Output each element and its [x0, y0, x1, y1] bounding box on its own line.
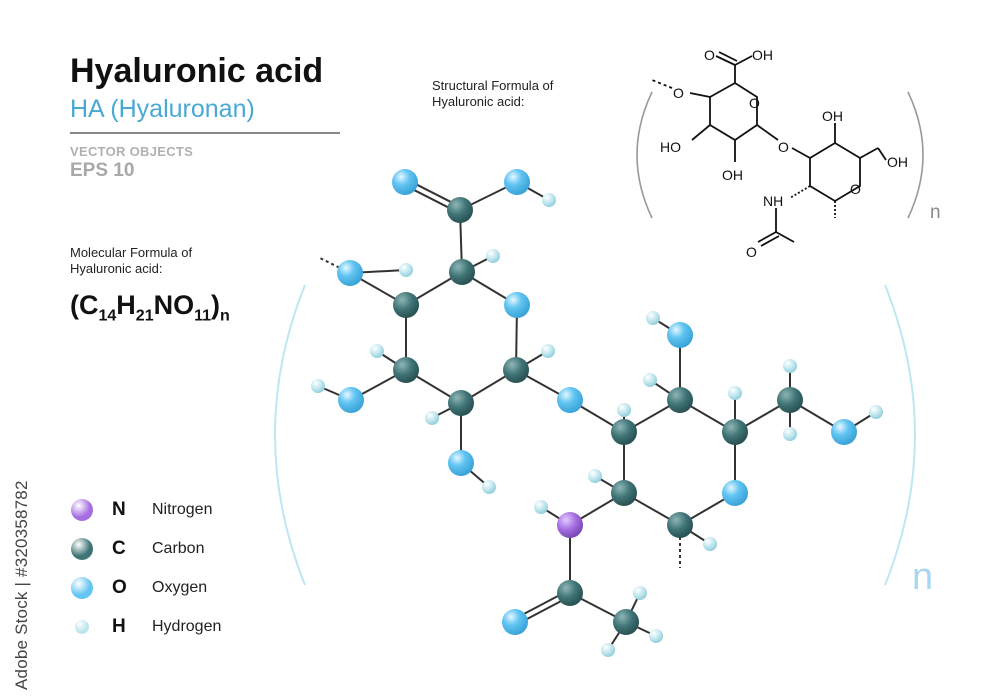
- svg-text:OH: OH: [752, 47, 773, 63]
- legend-name: Hydrogen: [152, 618, 222, 635]
- legend-symbol: C: [112, 538, 126, 559]
- molecular-formula-caption: Molecular Formula of Hyaluronic acid:: [70, 245, 192, 277]
- svg-text:OH: OH: [887, 154, 908, 170]
- legend-symbol: O: [112, 577, 127, 598]
- nitrogen-atom: [557, 512, 583, 538]
- oxygen-atom: [667, 322, 693, 348]
- structure-repeat-label: n: [930, 202, 941, 223]
- carbon-atom: [667, 512, 693, 538]
- page-title: Hyaluronic acid: [70, 52, 324, 90]
- carbon-atom: [557, 580, 583, 606]
- oxygen-atom: [722, 480, 748, 506]
- tag-line: VECTOR OBJECTS: [70, 144, 194, 159]
- repeat-unit-label: n: [912, 556, 934, 598]
- svg-text:O: O: [746, 244, 757, 260]
- oxygen-atom: [831, 419, 857, 445]
- hydrogen-atom: [311, 379, 325, 393]
- hydrogen-atom: [783, 359, 797, 373]
- svg-text:O: O: [704, 47, 715, 63]
- hydrogen-atom: [399, 263, 413, 277]
- oxygen-atom: [557, 387, 583, 413]
- legend-name: Nitrogen: [152, 501, 213, 518]
- left-bracket: [274, 284, 306, 586]
- hydrogen-atom: [588, 469, 602, 483]
- legend-symbol: N: [112, 499, 126, 520]
- hydrogen-atom: [633, 586, 647, 600]
- structural-formula: [636, 51, 924, 247]
- title-divider: [70, 132, 340, 134]
- structural-atom-labels: O OH O O HO OH O OH OH O NH O: [660, 47, 908, 260]
- legend-symbol: H: [112, 616, 126, 637]
- oxygen-atom: [504, 169, 530, 195]
- legend-item-hydrogen: H Hydrogen: [70, 613, 310, 652]
- legend-item-oxygen: O Oxygen: [70, 574, 310, 613]
- model-atoms: [311, 169, 883, 657]
- legend-ball-icon: [71, 499, 93, 521]
- caption-line: Hyaluronic acid:: [70, 261, 163, 276]
- carbon-atom: [393, 292, 419, 318]
- oxygen-atom: [504, 292, 530, 318]
- hydrogen-atom: [869, 405, 883, 419]
- oxygen-atom: [337, 260, 363, 286]
- watermark-text: Adobe Stock | #320358782: [12, 480, 31, 690]
- svg-text:O: O: [749, 95, 760, 111]
- hydrogen-atom: [643, 373, 657, 387]
- caption-line: Hyaluronic acid:: [432, 94, 525, 109]
- hydrogen-atom: [541, 344, 555, 358]
- carbon-atom: [613, 609, 639, 635]
- carbon-atom: [611, 480, 637, 506]
- carbon-atom: [722, 419, 748, 445]
- carbon-atom: [449, 259, 475, 285]
- oxygen-atom: [502, 609, 528, 635]
- model-bonds: [317, 178, 877, 651]
- legend-name: Carbon: [152, 540, 205, 557]
- page-subtitle: HA (Hyaluronan): [70, 95, 255, 123]
- oxygen-atom: [338, 387, 364, 413]
- svg-text:NH: NH: [763, 193, 783, 209]
- hydrogen-atom: [646, 311, 660, 325]
- right-bracket: [884, 284, 916, 586]
- svg-text:OH: OH: [822, 108, 843, 124]
- hydrogen-atom: [482, 480, 496, 494]
- caption-line: Structural Formula of: [432, 78, 554, 93]
- hydrogen-atom: [542, 193, 556, 207]
- legend-item-carbon: C Carbon: [70, 535, 310, 574]
- carbon-atom: [777, 387, 803, 413]
- hydrogen-atom: [486, 249, 500, 263]
- legend-name: Oxygen: [152, 579, 208, 596]
- legend-ball-icon: [71, 538, 93, 560]
- hydrogen-atom: [728, 386, 742, 400]
- oxygen-atom: [448, 450, 474, 476]
- legend-ball-icon: [71, 577, 93, 599]
- hydrogen-atom: [703, 537, 717, 551]
- format-label: EPS 10: [70, 160, 135, 181]
- carbon-atom: [503, 357, 529, 383]
- hydrogen-atom: [617, 403, 631, 417]
- carbon-atom: [447, 197, 473, 223]
- caption-line: Molecular Formula of: [70, 245, 193, 260]
- carbon-atom: [611, 419, 637, 445]
- svg-text:OH: OH: [722, 167, 743, 183]
- carbon-atom: [667, 387, 693, 413]
- carbon-atom: [393, 357, 419, 383]
- carbon-atom: [448, 390, 474, 416]
- hydrogen-atom: [534, 500, 548, 514]
- svg-text:O: O: [850, 181, 861, 197]
- legend-ball-icon: [75, 620, 89, 634]
- molecular-formula: (C14H21NO11)n: [70, 290, 230, 325]
- oxygen-atom: [392, 169, 418, 195]
- hydrogen-atom: [601, 643, 615, 657]
- legend-item-nitrogen: N Nitrogen: [70, 496, 310, 535]
- structural-formula-caption: Structural Formula of Hyaluronic acid:: [432, 78, 553, 110]
- svg-text:O: O: [778, 139, 789, 155]
- svg-text:O: O: [673, 85, 684, 101]
- hydrogen-atom: [783, 427, 797, 441]
- hydrogen-atom: [649, 629, 663, 643]
- hydrogen-atom: [370, 344, 384, 358]
- hydrogen-atom: [425, 411, 439, 425]
- svg-text:HO: HO: [660, 139, 681, 155]
